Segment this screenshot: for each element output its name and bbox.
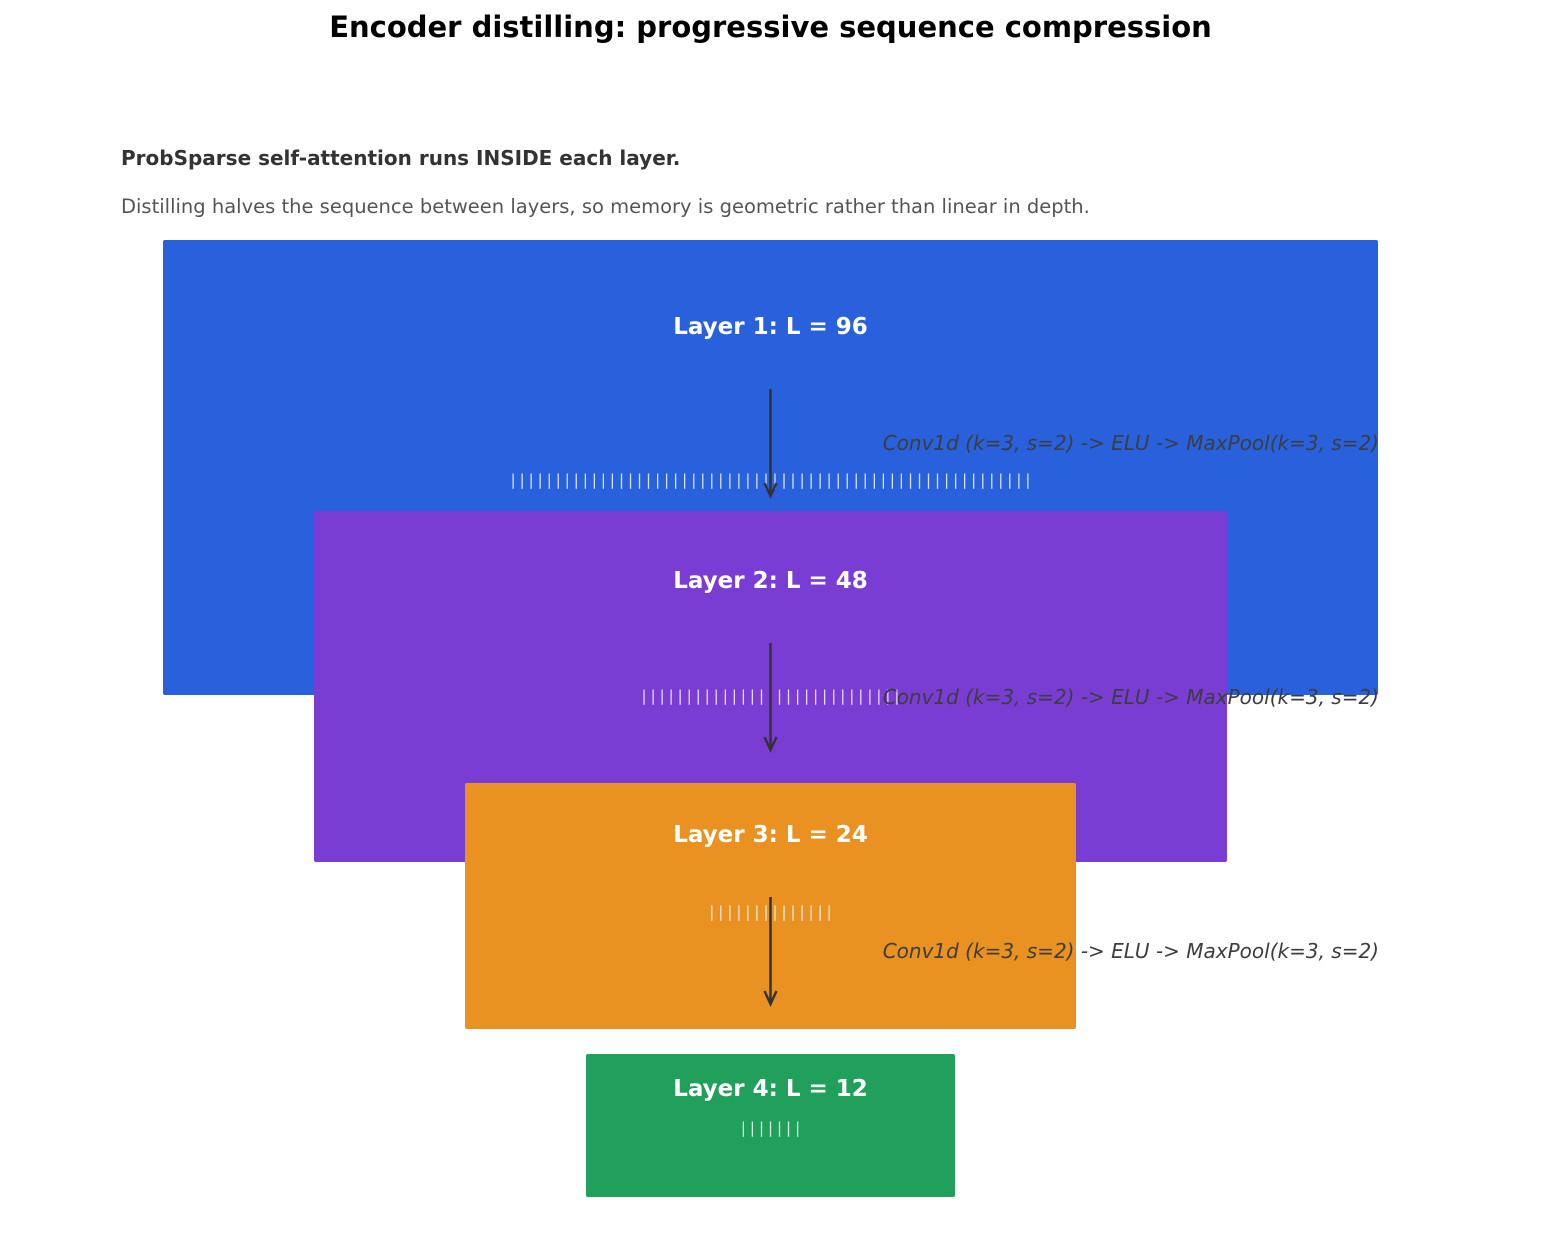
layer-1-label: Layer 1: L = 96 <box>673 314 868 340</box>
distilling-note: Distilling halves the sequence between l… <box>121 195 1090 218</box>
probsparse-note: ProbSparse self-attention runs INSIDE ea… <box>121 146 681 170</box>
layer-3-label: Layer 3: L = 24 <box>673 822 868 848</box>
diagram-title: Encoder distilling: progressive sequence… <box>329 10 1212 44</box>
layer-4-label: Layer 4: L = 12 <box>673 1076 868 1102</box>
distill-op-2-label: Conv1d (k=3, s=2) -> ELU -> MaxPool(k=3,… <box>882 685 1379 709</box>
layer-4-token-ticks: ||||||| <box>738 1119 803 1137</box>
layer-1-token-ticks: ||||||||||||||||||||||||||||||||||||||||… <box>508 471 1033 489</box>
layer-3-token-ticks: |||||||||||||| <box>707 903 834 921</box>
layer-4-box <box>586 1054 955 1197</box>
distill-op-1-label: Conv1d (k=3, s=2) -> ELU -> MaxPool(k=3,… <box>882 431 1379 455</box>
layer-2-label: Layer 2: L = 48 <box>673 568 868 594</box>
distill-op-3-label: Conv1d (k=3, s=2) -> ELU -> MaxPool(k=3,… <box>882 939 1379 963</box>
